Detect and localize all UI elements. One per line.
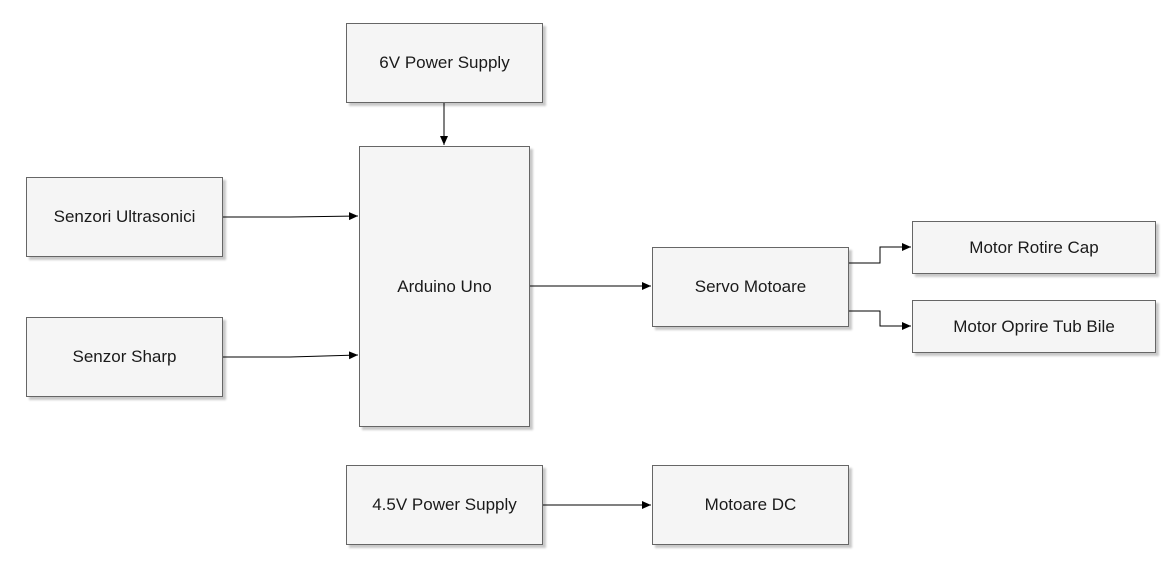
- block-power-4-5v: 4.5V Power Supply: [346, 465, 543, 545]
- block-label: Senzor Sharp: [72, 347, 177, 366]
- block-label: Motor Rotire Cap: [969, 237, 1099, 257]
- block-power-6v: 6V Power Supply: [346, 23, 543, 103]
- block-dc-motors: Motoare DC: [652, 465, 849, 545]
- arrow-servo-to-motor-cap: [849, 243, 911, 264]
- block-label: Arduino Uno: [397, 276, 492, 296]
- block-arduino-uno: Arduino Uno: [359, 146, 530, 427]
- arrow-sharp-to-arduino: [223, 351, 359, 360]
- arrow-ultrasonic-to-arduino: [223, 212, 359, 221]
- block-label: Servo Motoare: [694, 277, 807, 296]
- arrow-servo-to-motor-tub: [849, 310, 911, 330]
- block-label: Senzori Ultrasonici: [53, 207, 196, 226]
- block-label: 6V Power Supply: [379, 53, 510, 72]
- block-label: Motoare DC: [704, 495, 797, 514]
- block-motor-oprire-tub: Motor Oprire Tub Bile: [912, 300, 1156, 353]
- block-servo-motors: Servo Motoare: [652, 247, 849, 327]
- block-sharp-sensor: Senzor Sharp: [26, 317, 223, 397]
- block-motor-rotire-cap: Motor Rotire Cap: [912, 221, 1156, 274]
- block-ultrasonic-sensors: Senzori Ultrasonici: [26, 177, 223, 257]
- block-label: Motor Oprire Tub Bile: [953, 316, 1115, 336]
- block-label: 4.5V Power Supply: [372, 495, 517, 514]
